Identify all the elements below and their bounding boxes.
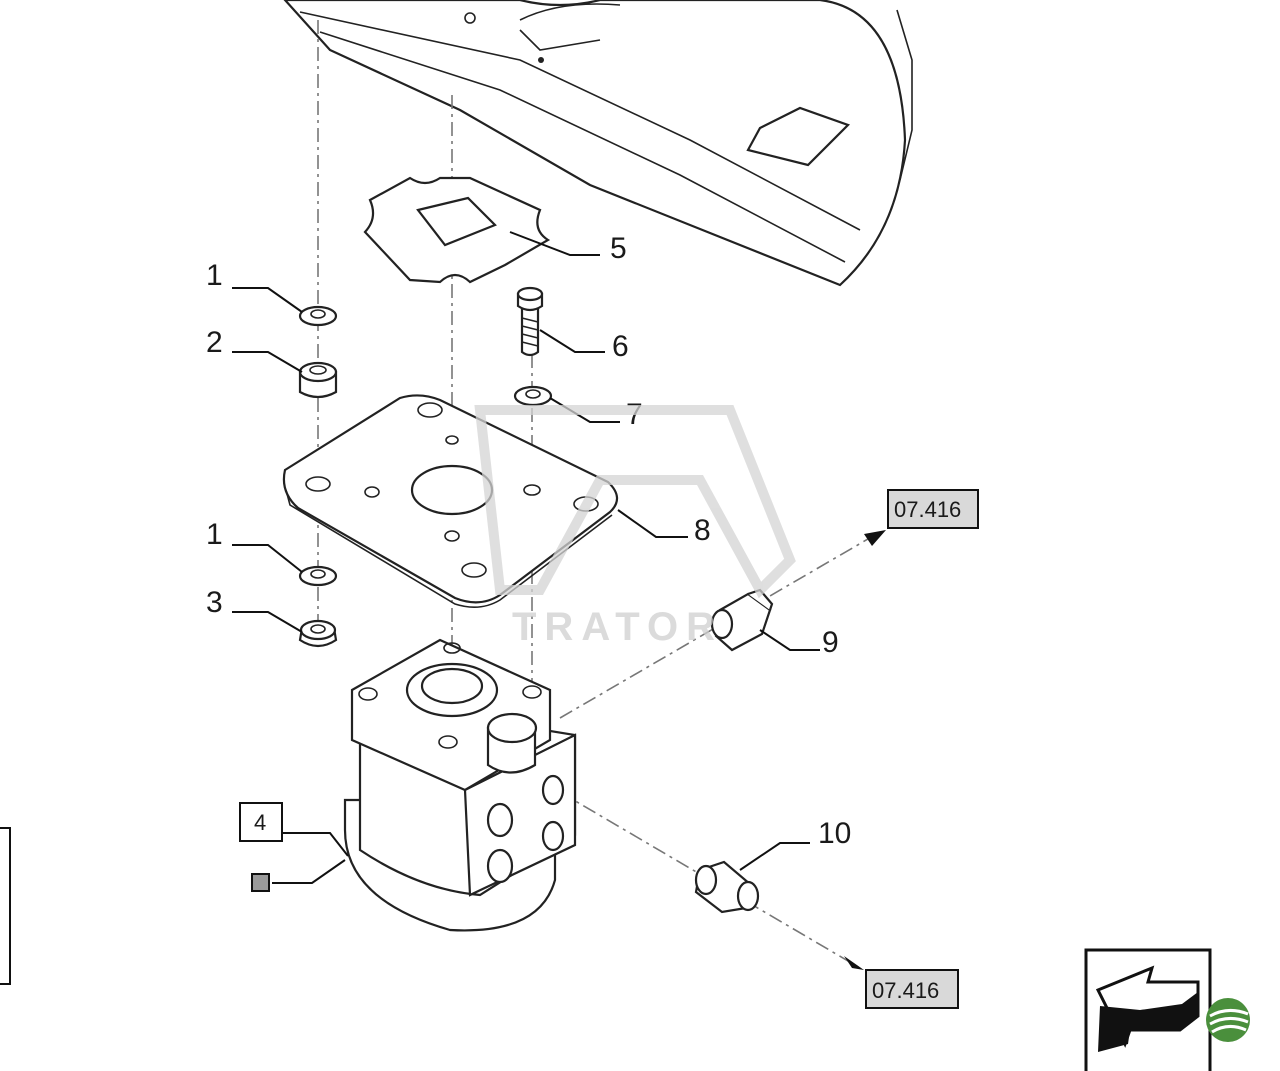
washer-part-1-lower [298, 565, 338, 587]
bushing-part-2 [298, 361, 338, 399]
callout-10: 10 [818, 817, 851, 850]
callout-5: 5 [610, 232, 627, 265]
steering-unit-part-4 [343, 638, 577, 932]
frame-assembly [283, 0, 913, 287]
callout-2: 2 [206, 326, 223, 359]
reference-lower-text: 07.416 [872, 978, 939, 1003]
callout-9: 9 [822, 626, 839, 659]
callout-3: 3 [206, 586, 223, 619]
washer-part-1-upper [298, 305, 338, 327]
reference-box-lower[interactable]: 07.416 [865, 969, 959, 1009]
callout-1-lower: 1 [206, 518, 223, 551]
leaf-logo-icon [1206, 998, 1250, 1042]
nut-part-3 [298, 619, 338, 648]
fitting-part-10 [694, 860, 760, 914]
arrow-down-left-icon[interactable] [1084, 948, 1212, 1071]
watermark-text: TRATOR [512, 605, 723, 649]
gasket-part-5 [363, 176, 551, 284]
callout-6: 6 [612, 330, 629, 363]
boxed-label-4: 4 [239, 802, 283, 892]
reference-box-upper[interactable]: 07.416 [887, 489, 979, 529]
fitting-part-9 [710, 588, 774, 652]
small-square-marker [251, 873, 270, 892]
left-panel-fragment [0, 827, 11, 985]
callout-1-upper: 1 [206, 259, 223, 292]
reference-upper-text: 07.416 [894, 497, 961, 522]
boxed-label-4-text: 4 [254, 810, 266, 835]
bolt-part-6 [516, 286, 544, 357]
mounting-plate-part-8 [282, 394, 619, 608]
washer-part-7 [513, 385, 553, 407]
callout-8: 8 [694, 514, 711, 547]
leader-lines [232, 231, 886, 970]
watermark: TRATOR [474, 405, 796, 649]
